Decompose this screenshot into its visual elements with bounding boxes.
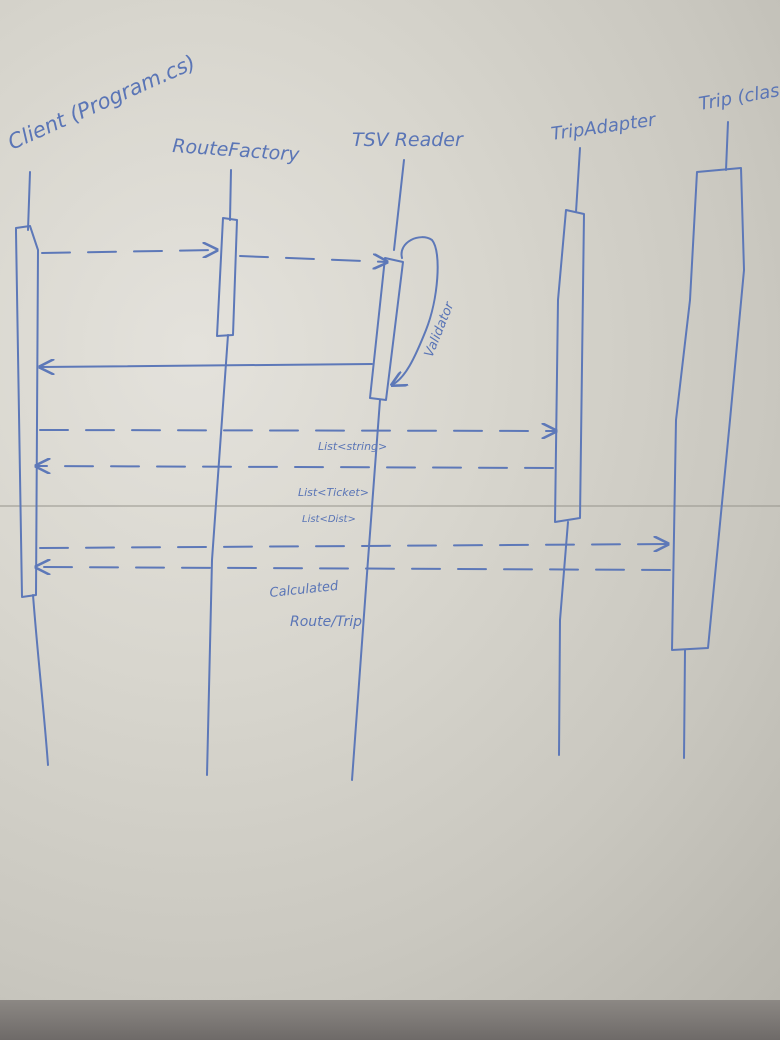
message-client-to-route-factory [41,250,217,253]
message-list-dist-label: List<Dist> [302,514,356,525]
participant-client-label: Client (Program.cs) [4,50,199,154]
validator-self-call-arrow [392,236,439,385]
client-activation-box [15,225,39,598]
participant-route-factory-label: RouteFactory [172,135,301,166]
participant-tsv-reader-label: TSV Reader [352,129,464,151]
trip-adapter-lifeline [558,147,581,756]
trip-class-activation-box [671,167,745,651]
trip-class-lifeline [683,121,729,759]
message-calculated-label-line2: Route/Trip [290,614,362,630]
message-client-to-trip-adapter [39,430,556,431]
tsv-reader-lifeline [351,159,405,781]
tsv-reader-activation-box [369,257,404,401]
message-route-factory-to-tsv-reader [239,256,387,262]
message-list-string-label: List<string> [318,440,387,453]
participant-trip-class-label: Trip (class) [697,77,780,115]
message-calculated-label-line1: Calculated [269,579,340,601]
message-client-to-trip-class [39,544,668,548]
message-return-tsv-to-client [40,364,373,367]
message-list-ticket-label: List<Ticket> [298,486,369,499]
participant-trip-adapter-label: TripAdapter [550,109,659,145]
board-seam [0,505,780,507]
message-return-trip-class-to-client [36,567,671,570]
trip-adapter-activation-box [554,209,585,523]
route-factory-lifeline [206,169,232,776]
whiteboard-surface [0,0,780,1000]
board-frame [0,1000,780,1040]
route-factory-activation-box [216,217,238,337]
client-lifeline [27,171,49,766]
message-return-trip-adapter-to-client [36,466,554,468]
